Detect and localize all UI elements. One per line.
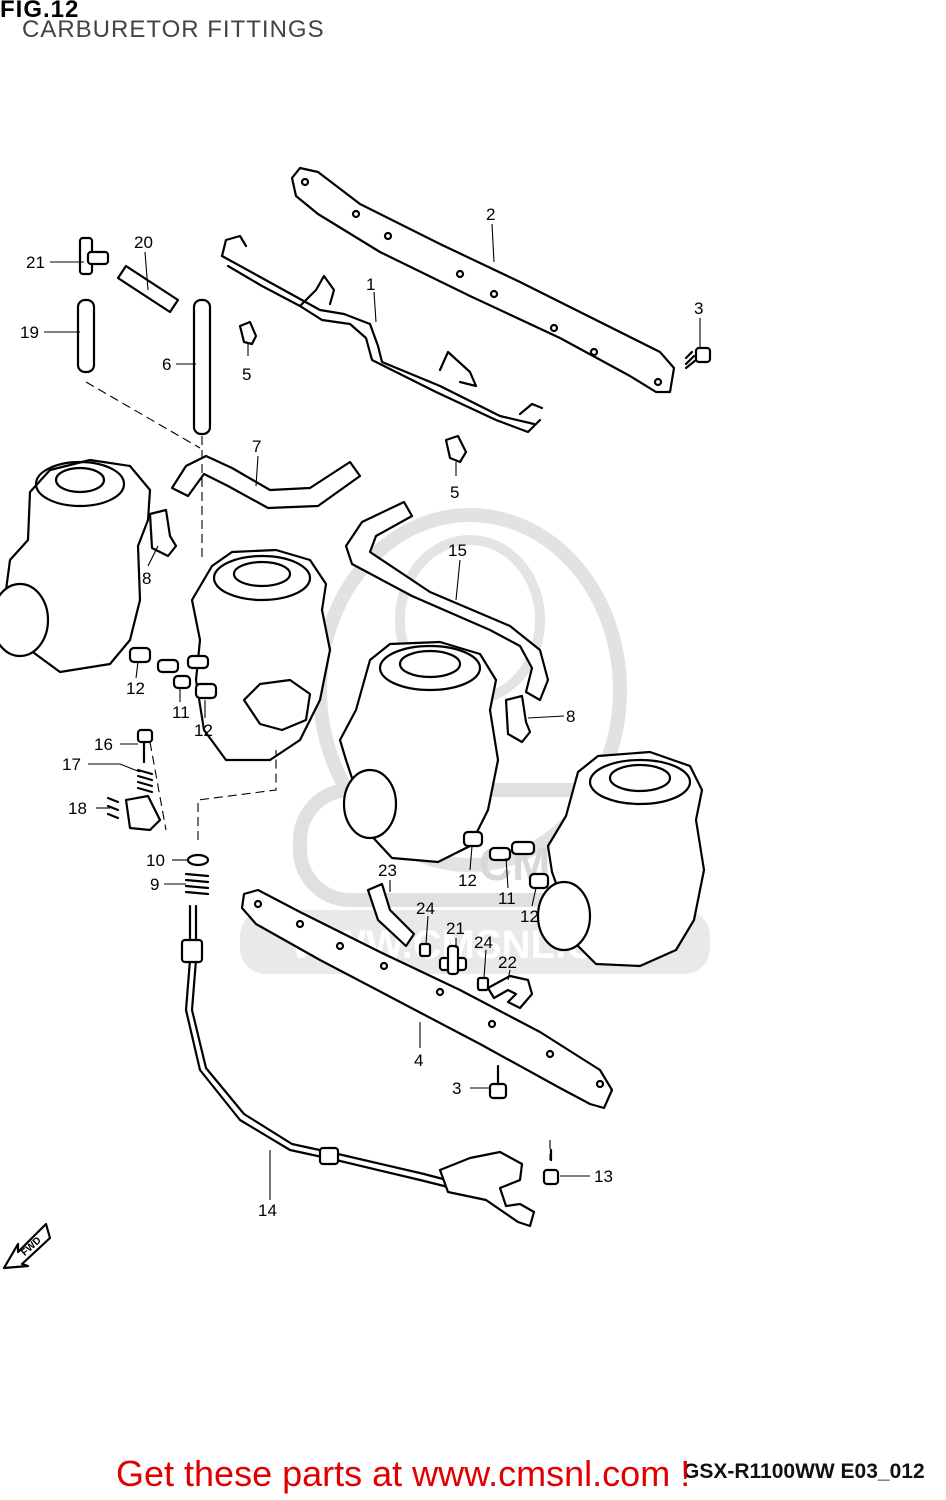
callout-12-left-a: 12 (126, 679, 145, 698)
callout-8-left: 8 (142, 569, 151, 588)
figure-title: CARBURETOR FITTINGS (22, 16, 325, 43)
carburetor-4 (536, 750, 706, 968)
fittings-right (462, 830, 550, 890)
part-24-clip-right (476, 976, 490, 992)
callout-12-right-a: 12 (458, 871, 477, 890)
callout-12-right-b: 12 (520, 907, 539, 926)
callout-1: 1 (366, 275, 375, 294)
callout-19: 19 (20, 323, 39, 342)
part-5-clip-lower (444, 434, 468, 464)
part-14-cable (180, 904, 536, 1228)
callout-6: 6 (162, 355, 171, 374)
part-13-screw (542, 1148, 560, 1186)
callout-5-upper: 5 (242, 365, 251, 384)
leader-lines (44, 223, 701, 1200)
part-8-elbow-right (504, 694, 532, 744)
figure-number: FIG.12 (0, 0, 80, 23)
assembly-lines (85, 381, 551, 1160)
part-22-hose (486, 974, 534, 1010)
callout-24-right: 24 (474, 933, 493, 952)
callout-5-lower: 5 (450, 483, 459, 502)
part-6-hose (192, 298, 212, 436)
callout-3-lower: 3 (452, 1079, 461, 1098)
part-7-hose (170, 454, 362, 510)
callout-23: 23 (378, 861, 397, 880)
callout-16: 16 (94, 735, 113, 754)
callout-21-lower: 21 (446, 919, 465, 938)
part-9-spring (184, 872, 210, 896)
part-19-hose (76, 298, 96, 374)
callout-22: 22 (498, 953, 517, 972)
part-3-screw-lower (488, 1064, 508, 1100)
promo-link[interactable]: Get these parts at www.cmsnl.com ! (116, 1453, 691, 1494)
callout-2: 2 (486, 205, 495, 224)
callout-8-right: 8 (566, 707, 575, 726)
part-21-t-joint (78, 236, 110, 276)
part-18-bracket (106, 794, 162, 832)
callout-11-left: 11 (172, 703, 190, 722)
part-21-t-joint-lower (438, 944, 468, 976)
callout-3-upper: 3 (694, 299, 703, 318)
part-5-clip-upper (238, 320, 258, 346)
callout-11-right: 11 (498, 889, 516, 908)
callout-15: 15 (448, 541, 467, 560)
callout-labels: 1 2 3 20 21 19 6 5 7 5 15 8 8 12 11 12 1… (20, 205, 703, 1220)
carburetor-1 (0, 458, 152, 674)
callout-20: 20 (134, 233, 153, 252)
part-1-bracket (220, 234, 544, 434)
callout-9: 9 (150, 875, 159, 894)
callout-10: 10 (146, 851, 165, 870)
callout-4: 4 (414, 1051, 423, 1070)
carburetor-3 (338, 640, 500, 864)
figure-code: GSX-R1100WW E03_012 (683, 1460, 925, 1483)
part-15-hose (344, 500, 550, 702)
part-8-elbow-left (148, 508, 178, 558)
part-4-plate (240, 888, 614, 1110)
part-17-spring (136, 768, 154, 794)
callout-12-left-b: 12 (194, 721, 213, 740)
part-23-hose (366, 882, 416, 948)
callout-24-left: 24 (416, 899, 435, 918)
callout-21-upper: 21 (26, 253, 45, 272)
callout-13: 13 (594, 1167, 613, 1186)
callout-7: 7 (252, 437, 261, 456)
part-16-screw (136, 728, 154, 764)
part-24-clip-left (418, 942, 432, 958)
part-10-washer (186, 853, 210, 867)
part-3-screw-upper (684, 346, 712, 370)
part-2-plate (290, 166, 676, 394)
fittings-left (128, 646, 218, 700)
callout-17: 17 (62, 755, 81, 774)
carburetor-2 (190, 548, 332, 762)
callout-18: 18 (68, 799, 87, 818)
fwd-arrow-icon: FWD (2, 1222, 52, 1270)
callout-14: 14 (258, 1201, 277, 1220)
